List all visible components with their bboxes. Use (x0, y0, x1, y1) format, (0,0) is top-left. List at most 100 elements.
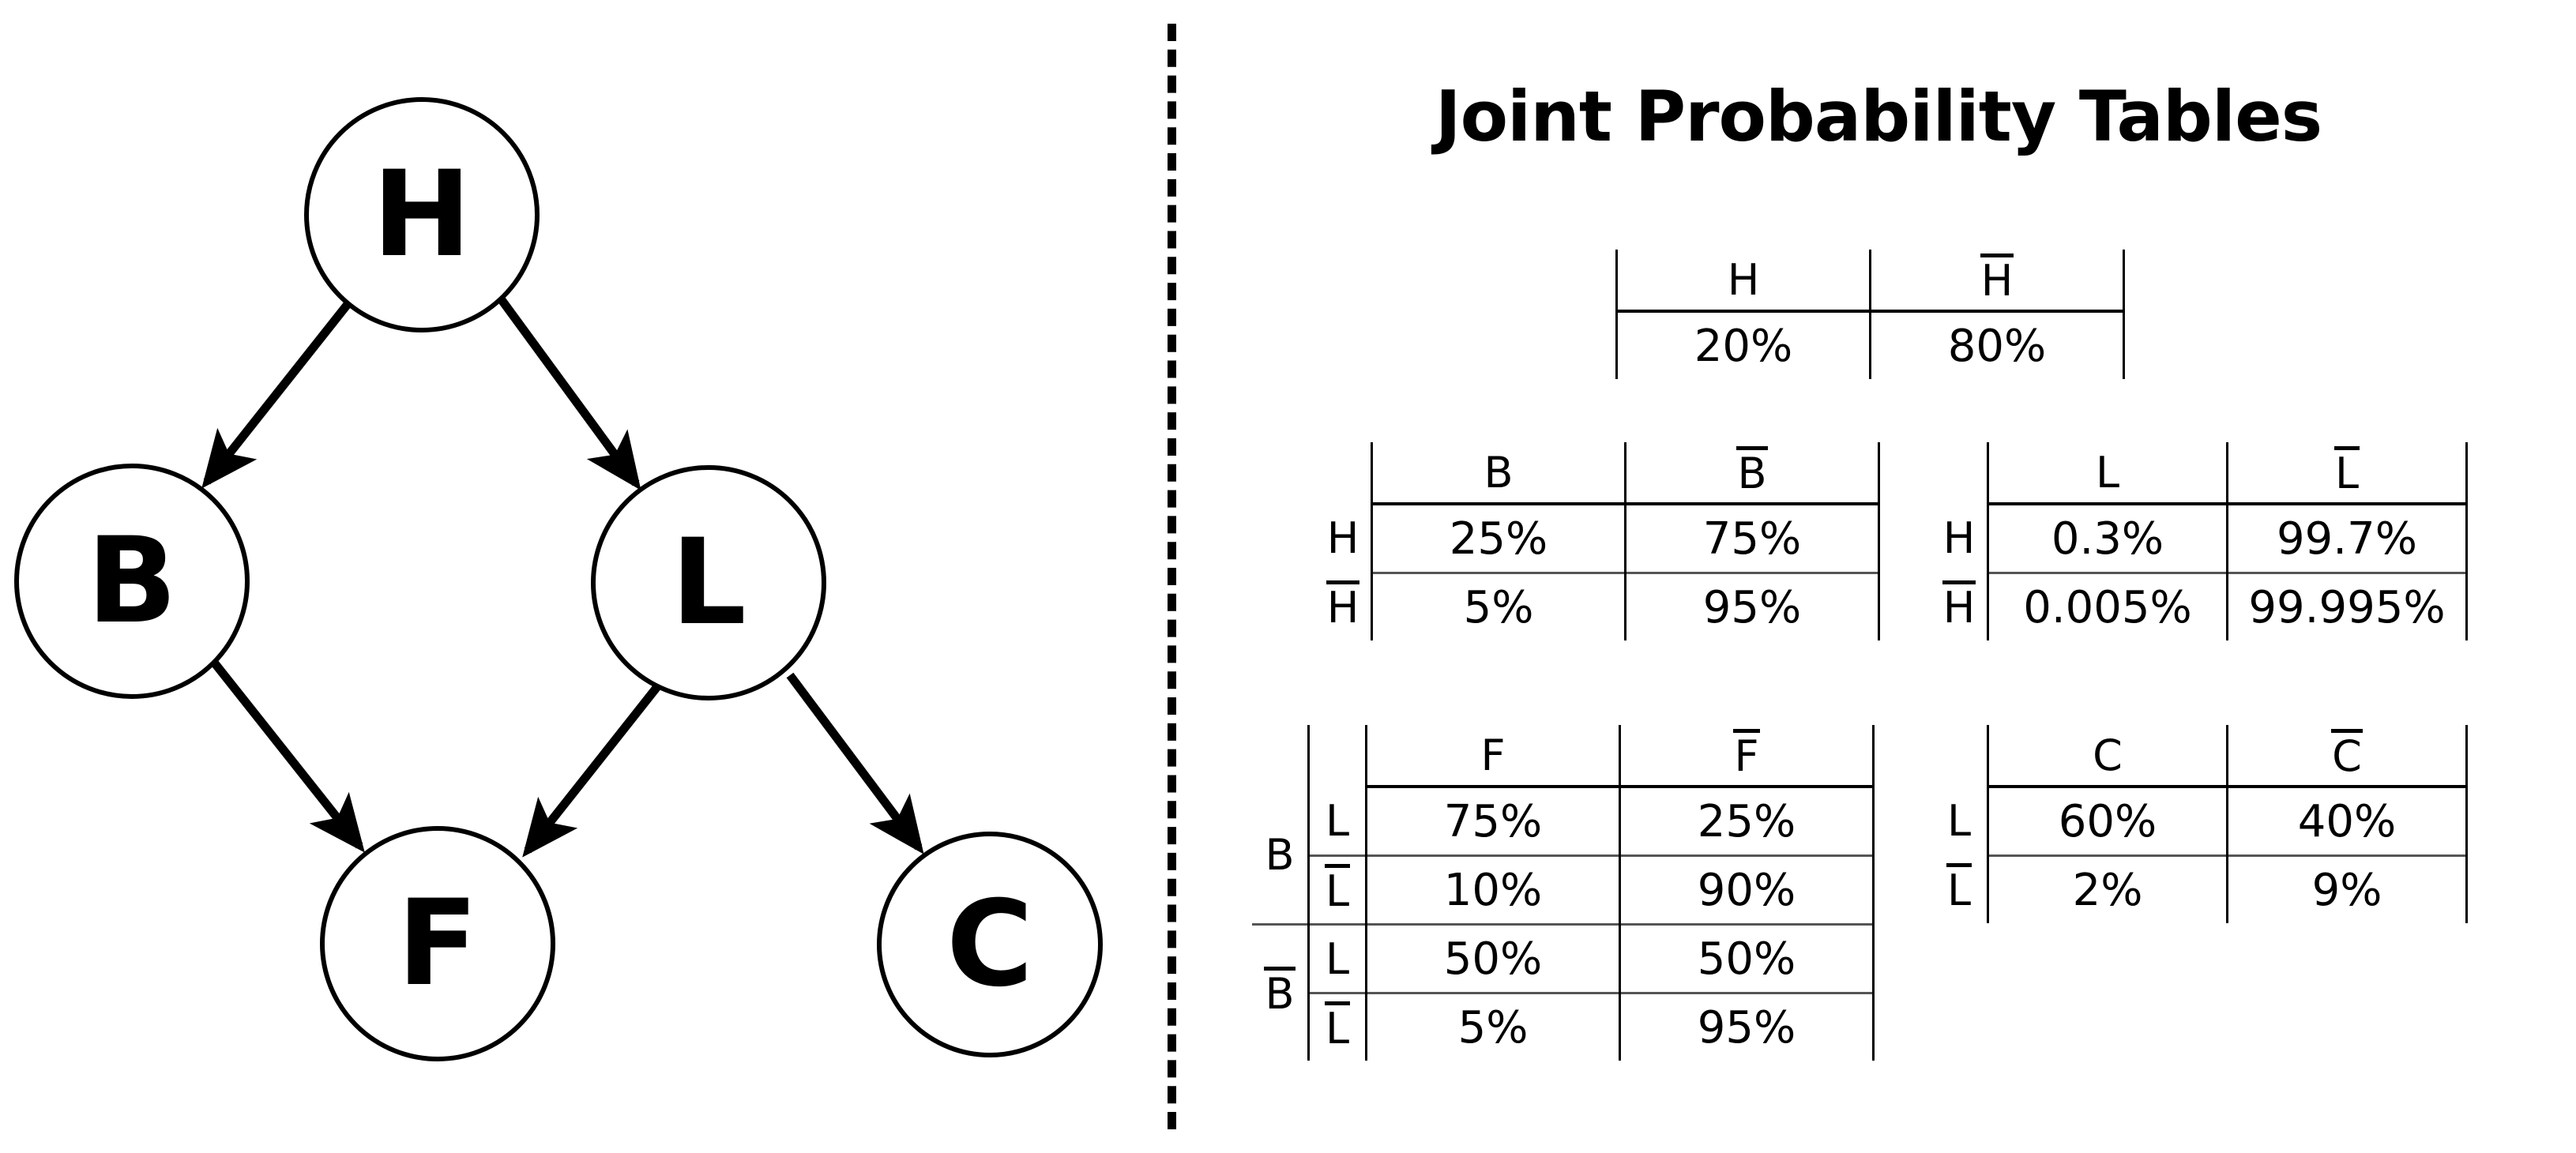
table-header-row: C C (1931, 725, 2468, 788)
l-given-h-table: L L H 0.3% 99.7% H 0.005% 99.995% (1931, 442, 2468, 640)
table-corner (1315, 442, 1372, 504)
cell-b-lbar-f: 10% (1365, 854, 1620, 925)
col-header-f-bar: F (1619, 725, 1875, 788)
table-header-row: B B (1315, 442, 1880, 505)
table-corner-outer (1252, 725, 1309, 787)
cell-b-l-f: 75% (1365, 787, 1620, 856)
table-row: L 5% 95% (1252, 992, 1875, 1061)
node-label-c: C (946, 876, 1033, 1013)
bayesian-network-graphic: H B L F C (14, 97, 1103, 1061)
overbar-wrap: F (1733, 728, 1760, 781)
cell-bbar-lbar-f: 5% (1365, 992, 1620, 1061)
graph-node-b[interactable]: B (14, 464, 250, 699)
table-row: H 0.005% 99.995% (1931, 572, 2468, 641)
graph-node-c[interactable]: C (877, 832, 1103, 1057)
edge-l-to-f (522, 678, 666, 858)
edge-h-to-l (496, 295, 641, 490)
overbar-wrap: H (1942, 580, 1976, 633)
page-title: Joint Probability Tables (1435, 76, 2322, 157)
edge-b-to-f (211, 660, 365, 853)
table-row: H 5% 95% (1315, 572, 1880, 641)
cell-l-cbar: 40% (2226, 787, 2468, 856)
overbar-wrap: B (1736, 445, 1768, 498)
h-prior-table: H H 20% 80% (1615, 250, 2125, 379)
panel-divider (1168, 24, 1176, 1129)
node-circle-f (320, 826, 555, 1061)
table-header-row: F F (1252, 725, 1875, 788)
row-label-h: H (1326, 513, 1359, 564)
node-circle-c (877, 832, 1103, 1057)
col-header-c-bar: C (2226, 725, 2468, 788)
f-given-b-l-table: F F B L 75% 25% L 10% 90% B L 50% 50% L … (1252, 725, 1875, 1061)
row-label-l: L (1307, 787, 1367, 856)
col-header-l: L (1987, 442, 2228, 505)
table-corner-inner (1307, 725, 1367, 787)
node-label-b: B (87, 513, 177, 650)
cell-l-c: 60% (1987, 787, 2228, 856)
overbar-wrap: L (2333, 445, 2360, 498)
table-row: H 0.3% 99.7% (1931, 504, 2468, 573)
row-label-l-bar: L (1307, 992, 1367, 1061)
cell-h-b: 25% (1371, 504, 1626, 573)
graph-node-f[interactable]: F (320, 826, 555, 1061)
node-circle-h (304, 97, 540, 332)
overbar-wrap: L (1324, 863, 1351, 916)
cell-b-l-fbar: 25% (1619, 787, 1875, 856)
row-label-l-bar: L (1307, 854, 1367, 925)
overbar-wrap: L (1324, 1001, 1351, 1053)
cell-h-l: 0.3% (1987, 504, 2228, 573)
node-circle-b (14, 464, 250, 699)
table-row: L 60% 40% (1931, 787, 2468, 856)
cell-lbar-c: 2% (1987, 854, 2228, 923)
cell-hbar-b: 5% (1371, 572, 1626, 640)
b-given-h-table: B B H 25% 75% H 5% 95% (1315, 442, 1880, 640)
c-given-l-table: C C L 60% 40% L 2% 9% (1931, 725, 2468, 923)
edge-group (201, 295, 924, 858)
overbar-wrap: L (1946, 862, 1972, 915)
row-label-h: H (1942, 513, 1976, 564)
overbar-wrap: C (2331, 728, 2363, 781)
row-label-l-bar: L (1931, 856, 1988, 924)
node-label-h: H (372, 146, 472, 284)
cell-bbar-l-f: 50% (1365, 923, 1620, 993)
table-header-row: L L (1931, 442, 2468, 505)
table-corner (1931, 442, 1988, 504)
bayesian-network-panel: H B L F C (0, 0, 1173, 1153)
row-label-h-bar: H (1315, 573, 1372, 641)
table-row: 20% 80% (1615, 311, 2125, 379)
node-label-f: F (397, 875, 478, 1012)
cell-b-lbar-fbar: 90% (1619, 854, 1875, 925)
table-corner (1931, 725, 1988, 787)
table-row: B L 50% 50% (1252, 923, 1875, 1061)
col-header-b: B (1371, 442, 1626, 505)
row-label-l: L (1307, 923, 1367, 993)
overbar-wrap: B (1264, 967, 1296, 1019)
group-label-b-bar: B (1252, 923, 1309, 1061)
col-header-c: C (1987, 725, 2228, 788)
table-row: H 25% 75% (1315, 504, 1880, 573)
joint-probability-tables-panel: Joint Probability Tables H H 20% 80% B B… (1181, 0, 2576, 1153)
col-header-f: F (1365, 725, 1620, 788)
cell-lbar-cbar: 9% (2226, 854, 2468, 923)
node-group: H B L F C (14, 97, 1103, 1061)
col-header-l-bar: L (2226, 442, 2468, 505)
col-header-h: H (1615, 250, 1871, 313)
overbar-wrap: H (1326, 580, 1359, 633)
cell-hbar-bbar: 95% (1624, 572, 1880, 640)
col-header-b-bar: B (1624, 442, 1880, 505)
cell-h-lbar: 99.7% (2226, 504, 2468, 573)
row-label-h-bar: H (1931, 573, 1988, 641)
graph-node-h[interactable]: H (304, 97, 540, 332)
node-circle-l (591, 465, 826, 700)
graph-node-l[interactable]: L (591, 465, 826, 700)
table-header-row: H H (1615, 250, 2125, 313)
table-row: B L 75% 25% (1252, 787, 1875, 880)
row-label-l: L (1946, 796, 1972, 847)
overbar-wrap: H (1980, 253, 2014, 306)
cell-hbar-lbar: 99.995% (2226, 572, 2468, 640)
cell-h-bar: 80% (1869, 311, 2125, 379)
edge-h-to-b (201, 300, 352, 489)
table-row: L 2% 9% (1931, 854, 2468, 924)
table-row: L 10% 90% (1252, 854, 1875, 925)
cell-hbar-l: 0.005% (1987, 572, 2228, 640)
